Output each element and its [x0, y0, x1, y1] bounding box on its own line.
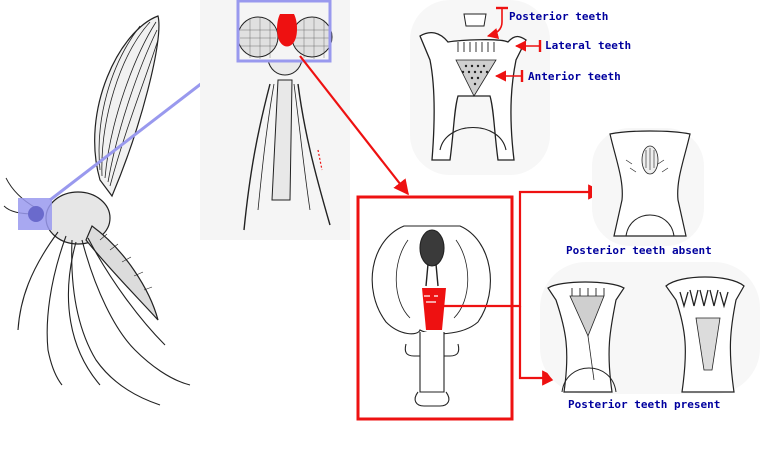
branch-connector: [440, 184, 604, 308]
posterior-teeth-large: [679, 289, 729, 309]
cibarium-labeled-drawing: [419, 13, 527, 161]
posterior-teeth-row: [457, 42, 495, 52]
teeth-absent-drawing: [609, 130, 691, 237]
pump-bulb: [419, 229, 445, 267]
teeth-present-drawing-a: [547, 281, 625, 393]
proboscis: [271, 79, 293, 201]
posterior-teeth-leader: [486, 6, 508, 39]
abdomen: [85, 225, 159, 321]
clypeus: [267, 59, 303, 76]
compound-eye: [28, 206, 44, 222]
head-panel-frame: [236, 0, 332, 63]
head-to-pharynx-arrow: [299, 55, 409, 196]
pharynx-highlight: [422, 288, 446, 330]
label-posterior-teeth-present: Posterior teeth present: [568, 398, 720, 411]
anterior-teeth-dots: [461, 64, 489, 86]
label-anterior-teeth: Anterior teeth: [528, 70, 621, 83]
palp-left: [243, 83, 271, 231]
whole-insect-drawing: [3, 15, 191, 406]
legs: [17, 231, 191, 406]
abdomen-hairs: [99, 233, 153, 291]
wing-veins: [98, 21, 159, 187]
right-eye: [291, 16, 333, 58]
left-eye: [237, 16, 279, 58]
teeth-present-drawing-b: [665, 276, 745, 393]
label-posterior-teeth: Posterior teeth: [509, 10, 608, 23]
branch-connector-lower: [518, 306, 558, 386]
label-lateral-teeth: Lateral teeth: [545, 39, 631, 52]
head-frontal-drawing: [237, 16, 333, 231]
label-posterior-teeth-absent: Posterior teeth absent: [566, 244, 712, 257]
cibarium-highlight: [277, 14, 297, 47]
palp-right: [297, 83, 331, 226]
